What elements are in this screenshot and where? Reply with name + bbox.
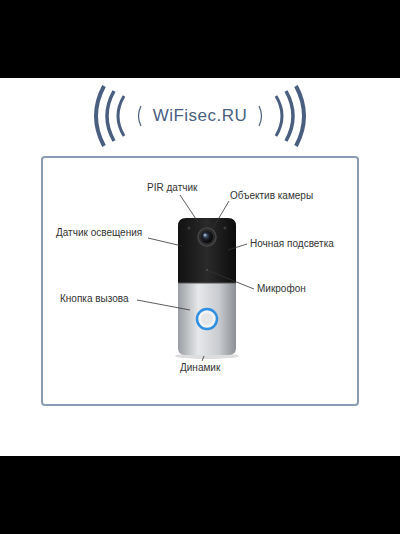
logo-text: WiFisec.RU bbox=[153, 106, 248, 126]
top-band bbox=[0, 0, 400, 78]
wifi-waves bbox=[96, 86, 304, 146]
doorbell-device bbox=[175, 218, 239, 359]
part-label: Датчик освещения bbox=[56, 227, 142, 239]
bottom-band bbox=[0, 456, 400, 534]
part-label: Кнопка вызова bbox=[60, 293, 129, 305]
part-label: Микрофон bbox=[257, 283, 306, 295]
leader-lines bbox=[137, 195, 254, 361]
frame-box bbox=[42, 157, 358, 405]
part-label: Ночная подсветка bbox=[250, 238, 334, 250]
part-label: Объектив камеры bbox=[230, 190, 313, 202]
part-label: Динамик bbox=[180, 362, 220, 374]
part-label: PIR датчик bbox=[147, 182, 197, 194]
